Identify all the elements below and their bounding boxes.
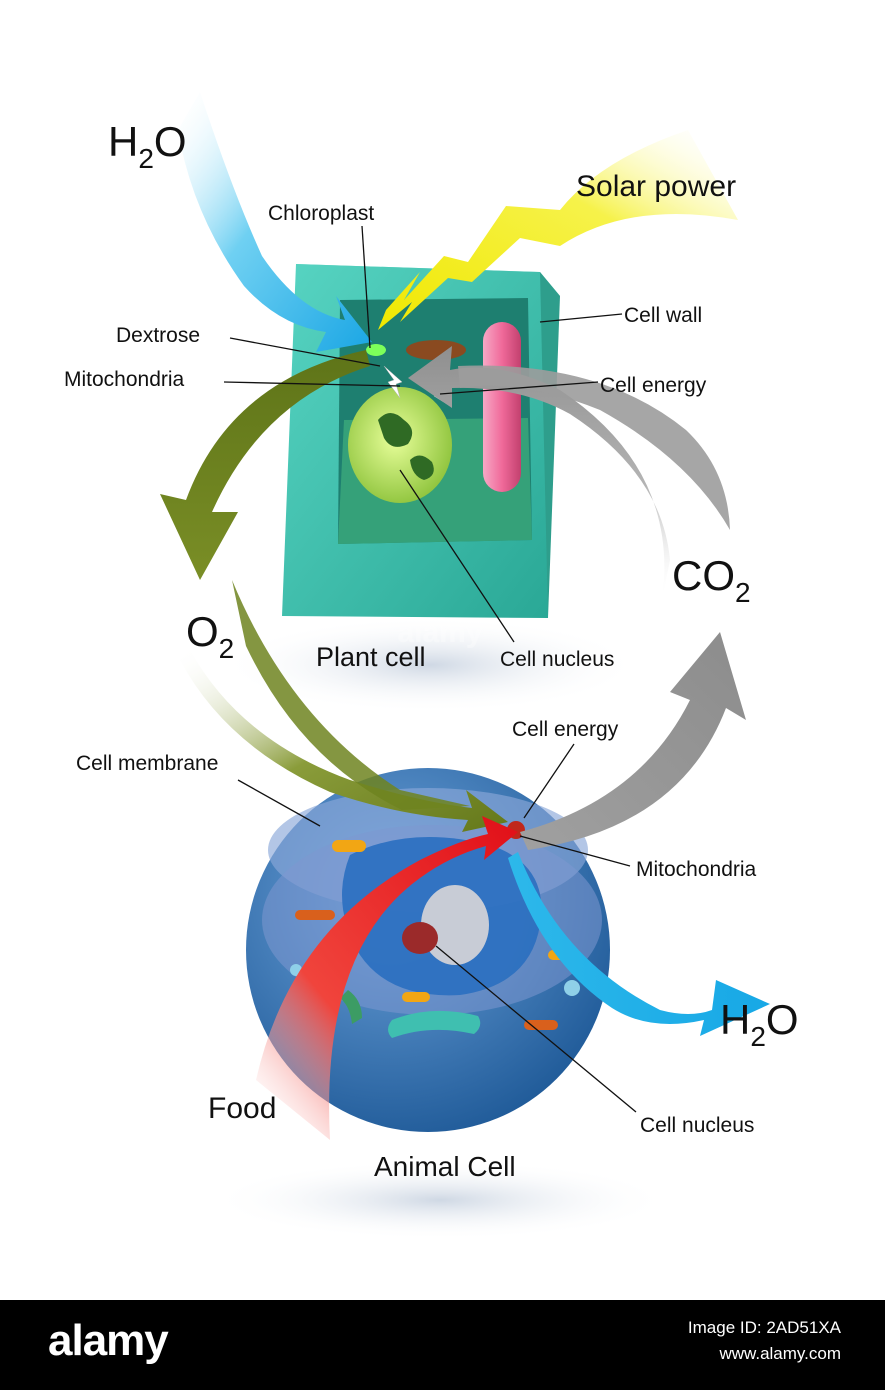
leader-cell-wall [539,313,623,323]
label-plant-cell: Plant cell [316,642,426,672]
leader-dextrose [229,337,381,367]
organelle [402,992,430,1002]
chloroplast-shape [366,344,386,356]
label-solar-power: Solar power [576,170,736,203]
animal-nucleolus [402,922,438,954]
label-co2: CO2 [672,552,751,608]
leader-cell-energy-plant [439,381,599,395]
oxygen-in-arrow-band [232,580,470,810]
watermark: alamy [397,616,482,649]
solar-arrow [378,130,738,330]
mitochondria-shape [406,340,466,360]
co2-in-arrow-band [458,365,730,530]
co2-in-arrow [408,346,670,600]
label-o2: O2 [186,608,234,664]
cell-respiration-diagram: H2O Solar power Chloroplast Cell wall De… [64,92,799,1240]
label-cell-membrane: Cell membrane [76,752,218,775]
leader-mitochondria-plant [223,381,401,387]
label-cell-energy-plant: Cell energy [600,374,707,397]
vacuole [483,322,521,492]
leader-lines [223,225,637,1113]
nucleolus-blob [410,455,434,480]
footer-site: www.alamy.com [719,1344,841,1363]
plant-cell-shadow [220,617,640,713]
organelle [295,910,335,920]
leader-cell-nucleus-plant [399,469,515,643]
nucleolus-blob [378,413,413,447]
label-cell-nucleus-plant: Cell nucleus [500,648,614,671]
leader-cell-nucleus-animal [435,945,637,1113]
animal-nucleus [421,885,489,965]
label-cell-nucleus-animal: Cell nucleus [640,1114,754,1137]
label-chloroplast: Chloroplast [268,202,374,225]
footer-brand-logo: alamy [48,1316,169,1365]
label-dextrose: Dextrose [116,324,200,347]
footer-image-id: Image ID: 2AD51XA [687,1318,841,1337]
label-mitochondria-animal: Mitochondria [636,858,757,881]
water-in-arrow [178,92,372,352]
water-out-arrow [508,852,770,1036]
footer-bar: alamy Image ID: 2AD51XA www.alamy.com [0,1300,885,1390]
oxygen-in-arrow [180,650,508,832]
food-arrow [256,816,518,1140]
organelle [564,980,580,996]
label-animal-cell: Animal Cell [374,1151,516,1182]
organelle [524,1020,558,1030]
oxygen-out-arrow [160,350,370,580]
label-cell-wall: Cell wall [624,304,702,327]
golgi-apparatus [388,1010,481,1038]
energy-spark [383,365,403,399]
plant-cell [282,264,560,618]
leader-chloroplast [361,225,371,349]
co2-out-arrow [520,632,746,850]
animal-cell-shadow [210,1160,670,1240]
label-h2o-bottom: H2O [720,996,799,1052]
label-h2o-top: H2O [108,118,187,174]
label-cell-energy-animal: Cell energy [512,718,619,741]
label-food: Food [208,1092,276,1125]
leader-mitochondria-animal [519,835,631,867]
organelle [340,990,362,1024]
leader-cell-energy-animal [523,743,575,819]
organelle [332,840,366,852]
leader-cell-membrane [237,779,321,827]
label-mitochondria-plant: Mitochondria [64,368,185,391]
